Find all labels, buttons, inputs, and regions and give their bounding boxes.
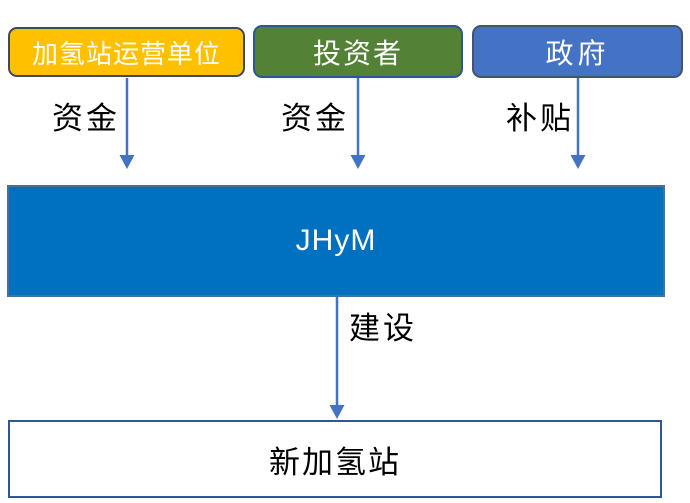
flow-label-funds-investor: 资金 bbox=[281, 101, 349, 136]
flow-label-build: 建设 bbox=[349, 311, 417, 346]
source-box-investor: 投资者 bbox=[253, 25, 463, 78]
arrow-funds-operator-icon bbox=[119, 78, 135, 169]
hub-box-jhym-label: JHyM bbox=[295, 224, 377, 257]
output-box-new-station-label: 新加氢站 bbox=[269, 444, 401, 480]
arrow-build-station-icon bbox=[329, 297, 345, 419]
source-box-government-label: 政府 bbox=[545, 37, 610, 69]
flow-label-subsidy-government: 补贴 bbox=[506, 101, 574, 136]
source-box-investor-label: 投资者 bbox=[312, 37, 403, 69]
output-box-new-station: 新加氢站 bbox=[8, 420, 662, 498]
source-box-station-operator-label: 加氢站运营单位 bbox=[31, 38, 221, 69]
source-box-station-operator: 加氢站运营单位 bbox=[8, 27, 245, 77]
hub-box-jhym: JHyM bbox=[7, 185, 665, 297]
flow-label-funds-operator: 资金 bbox=[52, 101, 120, 136]
source-box-government: 政府 bbox=[472, 25, 683, 78]
arrow-funds-investor-icon bbox=[350, 78, 366, 169]
